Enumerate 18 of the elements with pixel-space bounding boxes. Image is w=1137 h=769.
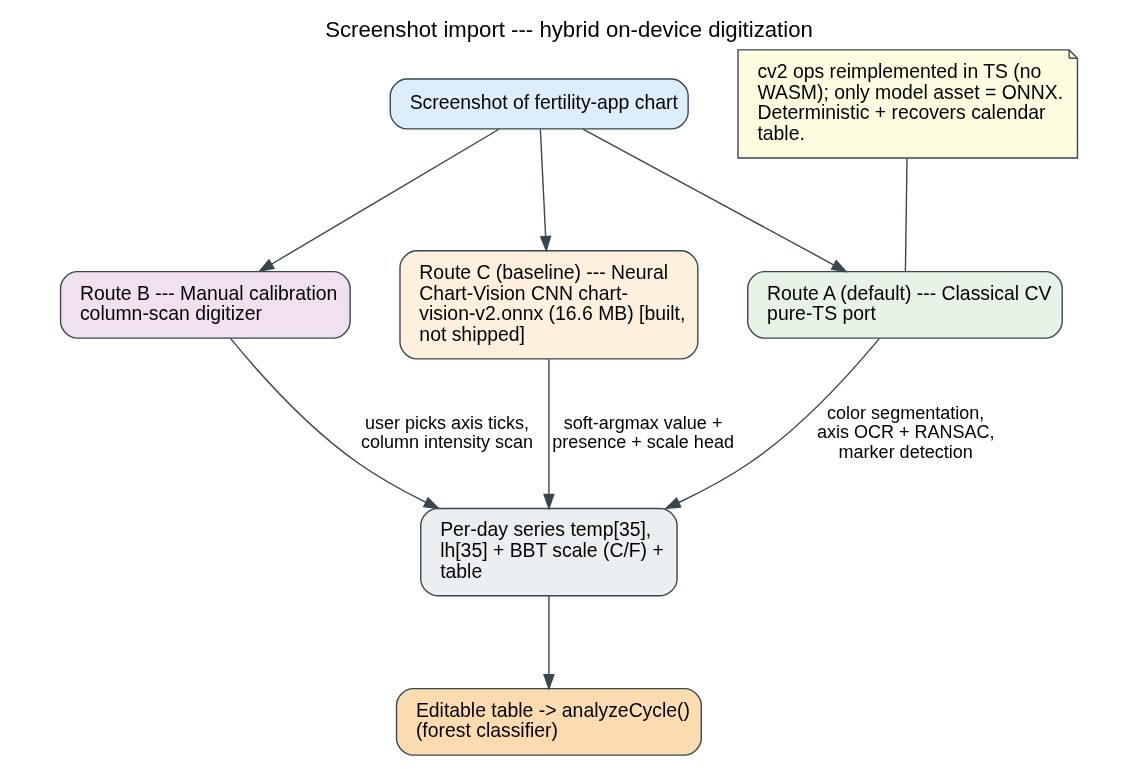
connector xyxy=(904,157,908,272)
arrow xyxy=(229,337,440,510)
node-box: Route C (baseline) --- Neural Chart-Vision CNN chart-vision-v2.onnx (16.6 MB) [built, not shipped] xyxy=(398,250,699,360)
node-box: Route A (default) --- Classical CV pure-TS port xyxy=(746,270,1063,339)
node-box: Route B --- Manual calibration column-scan digitizer xyxy=(59,270,351,339)
diagram-title: Screenshot import --- hybrid on-device digitization xyxy=(324,17,813,43)
node-box: Screenshot of fertility-app chart xyxy=(389,78,689,130)
arrow xyxy=(663,337,880,510)
edge-label: soft-argmax value + presence + scale head xyxy=(551,412,734,453)
arrow xyxy=(542,595,555,691)
arrow xyxy=(581,128,848,273)
node-box: Per-day series temp[35], lh[35] + BBT scale (C/F) + table xyxy=(419,507,678,597)
edge-label: color segmentation, axis OCR + RANSAC, marker detection xyxy=(816,403,994,462)
node-box: Editable table -> analyzeCycle() (forest classifier) xyxy=(395,687,702,756)
arrow xyxy=(542,358,555,511)
arrow xyxy=(539,128,551,253)
edge-label: user picks axis ticks, column intensity scan xyxy=(360,412,533,453)
arrow xyxy=(257,128,500,273)
